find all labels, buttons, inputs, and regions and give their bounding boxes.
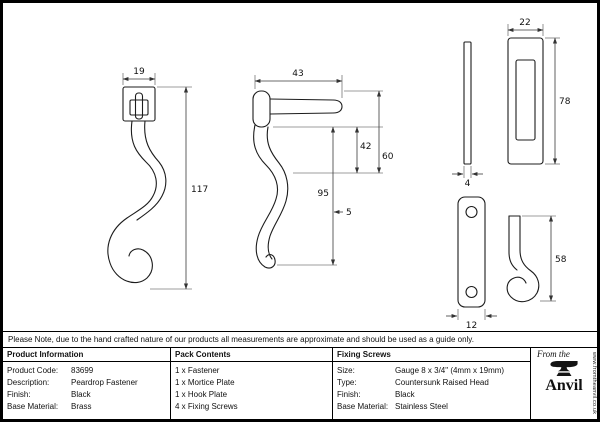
row-label: Type: xyxy=(337,378,357,387)
fastener-tongue-front xyxy=(134,92,144,120)
anvil-icon xyxy=(550,361,578,376)
row-value: 83699 xyxy=(71,366,94,375)
dim-hook-plate-width: 12 xyxy=(466,321,477,331)
fastener-keeper-front xyxy=(129,99,149,116)
fastener-handle-inner-edge xyxy=(136,120,167,221)
mortice-plate-slot xyxy=(515,59,536,141)
product-information-header: Product Information xyxy=(3,348,170,362)
hook-plate-screw-hole-top xyxy=(465,205,478,219)
pack-item: 4 x Fixing Screws xyxy=(175,402,238,411)
table-row: Finish: Black xyxy=(337,389,526,401)
dim-front-height: 117 xyxy=(191,185,208,195)
fastener-side-view xyxy=(252,90,343,269)
logo-name: Anvil xyxy=(545,377,583,394)
product-information-column: Product Information Product Code: 83699 … xyxy=(3,348,171,419)
row-value: Black xyxy=(395,390,415,399)
dim-side-handle-height: 95 xyxy=(318,189,329,199)
table-row: Base Material: Stainless Steel xyxy=(337,401,526,413)
pack-item: 1 x Fastener xyxy=(175,366,220,375)
pack-item: 1 x Mortice Plate xyxy=(175,378,235,387)
table-row: Size: Gauge 8 x 3/4" (4mm x 19mm) xyxy=(337,365,526,377)
technical-drawings: 19 117 43 95 42 60 xyxy=(107,18,571,331)
pack-item: 1 x Hook Plate xyxy=(175,390,228,399)
dim-mortice-height: 78 xyxy=(559,97,571,107)
pack-contents-column: Pack Contents 1 x Fastener 1 x Mortice P… xyxy=(171,348,333,419)
product-info-table: Product Information Product Code: 83699 … xyxy=(3,348,597,419)
fastener-front-dimensions: 19 117 xyxy=(122,67,208,290)
fastener-plate-front xyxy=(122,86,156,122)
hook-plate-screw-hole-bottom xyxy=(465,285,478,299)
row-value: Gauge 8 x 3/4" (4mm x 19mm) xyxy=(395,366,505,375)
dim-side-width: 43 xyxy=(292,69,303,79)
note-bar: Please Note, due to the hand crafted nat… xyxy=(3,331,597,348)
mortice-plate-edge xyxy=(463,41,472,165)
mortice-plate-view xyxy=(463,37,544,165)
fixing-screws-header: Fixing Screws xyxy=(333,348,530,362)
fastener-side-dimensions: 43 95 42 60 5 xyxy=(254,69,394,266)
logo-website: www.fromtheanvil.co.uk xyxy=(591,351,597,415)
dim-side-upper: 42 xyxy=(360,142,371,152)
dim-mortice-thickness: 4 xyxy=(465,179,471,189)
brand-logo: From the Anvil www.fromtheanvil.co.uk xyxy=(531,348,597,419)
hook-plate-view xyxy=(457,196,540,308)
row-label: Base Material: xyxy=(7,402,59,411)
table-row: Description: Peardrop Fastener xyxy=(7,377,166,389)
fixing-screws-column: Fixing Screws Size: Gauge 8 x 3/4" (4mm … xyxy=(333,348,531,419)
row-value: Peardrop Fastener xyxy=(71,378,138,387)
dim-side-total-drop: 60 xyxy=(382,152,394,162)
row-label: Finish: xyxy=(7,390,31,399)
row-label: Finish: xyxy=(337,390,361,399)
row-label: Size: xyxy=(337,366,355,375)
table-row: Type: Countersunk Raised Head xyxy=(337,377,526,389)
dim-side-tip: 5 xyxy=(346,208,352,218)
table-row: Product Code: 83699 xyxy=(7,365,166,377)
mortice-plate-dimensions: 22 78 4 xyxy=(452,18,571,189)
note-text: Please Note, due to the hand crafted nat… xyxy=(8,335,474,344)
fastener-handle-side-left xyxy=(253,124,279,269)
fastener-handle-side-right xyxy=(266,126,289,260)
fastener-arm-side xyxy=(269,98,343,115)
table-row: Base Material: Brass xyxy=(7,401,166,413)
row-label: Description: xyxy=(7,378,50,387)
row-value: Stainless Steel xyxy=(395,402,448,411)
row-value: Countersunk Raised Head xyxy=(395,378,489,387)
pack-contents-header: Pack Contents xyxy=(171,348,332,362)
row-label: Base Material: xyxy=(337,402,389,411)
mortice-plate-face xyxy=(507,37,544,165)
table-row: Finish: Black xyxy=(7,389,166,401)
fastener-front-view xyxy=(107,86,167,283)
row-value: Black xyxy=(71,390,91,399)
hook-plate-face xyxy=(457,196,486,308)
dim-front-width: 19 xyxy=(133,67,145,77)
dim-mortice-width: 22 xyxy=(519,18,530,28)
row-label: Product Code: xyxy=(7,366,59,375)
logo-tagline: From the xyxy=(537,349,570,359)
hook-plate-dimensions: 12 58 xyxy=(446,215,567,331)
hook-profile-outline xyxy=(506,215,540,303)
fastener-handle-outline xyxy=(107,120,157,283)
row-value: Brass xyxy=(71,402,92,411)
dim-hook-height: 58 xyxy=(555,255,567,265)
hook-profile-inner-edge xyxy=(508,215,518,271)
fastener-pivot-boss xyxy=(252,90,271,128)
